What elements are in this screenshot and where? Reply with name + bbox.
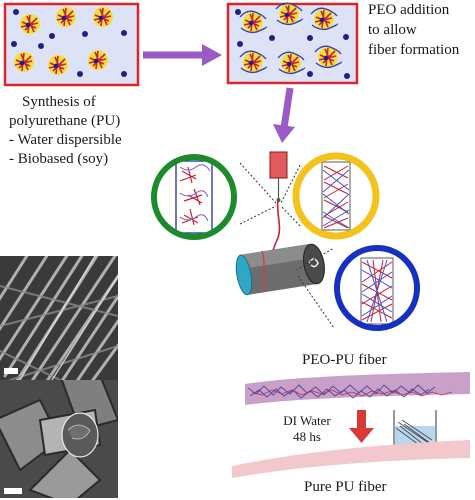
sem-image-fiber-mat xyxy=(0,256,118,380)
pu-dispersion-box xyxy=(3,2,140,87)
peo-addition-label-line1: PEO addition xyxy=(368,2,450,18)
process-arrow-down xyxy=(273,87,295,143)
synthesis-label-line3: - Water dispersible xyxy=(9,132,122,148)
di-water-label-line1: DI Water xyxy=(283,413,331,428)
sem-image-cross-section xyxy=(0,380,118,498)
synthesis-label-line1: Synthesis of xyxy=(22,94,96,110)
pure-pu-fiber-band xyxy=(232,440,470,478)
collector-drum-icon xyxy=(235,243,325,296)
di-water-label-line2: 48 hs xyxy=(293,429,321,444)
yellow-zoom-circle xyxy=(292,152,380,240)
peo-pu-fiber-label: PEO-PU fiber xyxy=(302,352,387,368)
zoom-guide-lines xyxy=(239,162,335,329)
synthesis-label-line4: - Biobased (soy) xyxy=(9,151,109,167)
peo-pu-fiber-band xyxy=(245,372,470,405)
synthesis-label-line2: polyurethane (PU) xyxy=(9,113,121,129)
pure-pu-fiber-label: Pure PU fiber xyxy=(304,479,387,495)
green-zoom-circle xyxy=(151,154,237,240)
syringe-icon xyxy=(269,151,288,202)
wash-arrow xyxy=(349,410,374,443)
blue-zoom-circle xyxy=(334,245,420,331)
peo-addition-label-line2: to allow xyxy=(368,22,417,38)
peo-addition-label-line3: fiber formation xyxy=(368,42,460,58)
peo-pu-dispersion-box xyxy=(226,2,359,85)
process-arrow-right xyxy=(143,44,222,66)
